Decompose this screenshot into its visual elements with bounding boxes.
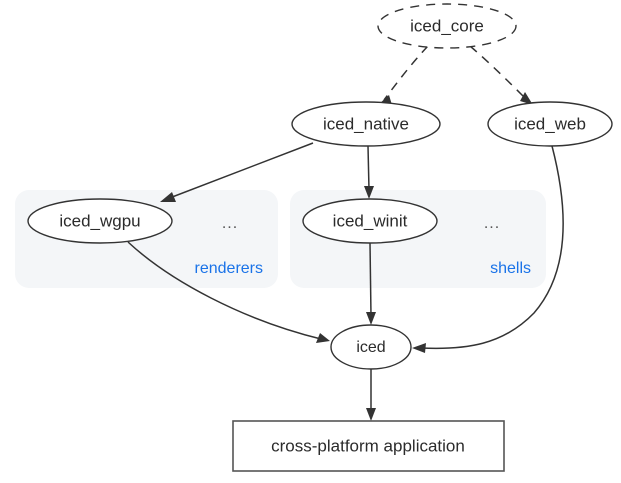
edge-wgpu-to-iced — [127, 241, 330, 343]
node-cross-platform-application-shape[interactable] — [232, 420, 505, 472]
node-iced-shape[interactable] — [330, 324, 412, 370]
edge-core-to-native — [378, 45, 429, 105]
node-iced-winit-shape[interactable] — [302, 198, 438, 244]
node-iced[interactable]: iced — [330, 324, 412, 370]
node-iced-label: iced — [356, 339, 385, 356]
node-iced-core[interactable]: iced_core — [377, 3, 517, 49]
node-iced-web-shape[interactable] — [487, 101, 613, 147]
edge-native-to-wgpu-arrowhead — [160, 192, 176, 202]
edge-winit-to-iced — [366, 242, 376, 325]
edge-web-to-iced-arrowhead — [412, 343, 426, 353]
node-iced-wgpu-label: iced_wgpu — [59, 211, 140, 230]
edge-winit-to-iced-arrowhead — [366, 312, 376, 325]
edge-wgpu-to-iced-line — [127, 241, 322, 340]
edge-native-to-winit-line — [367, 145, 370, 191]
node-iced-core-shape[interactable] — [377, 3, 517, 49]
node-iced-wgpu[interactable]: iced_wgpu — [27, 198, 173, 244]
edge-native-to-winit-arrowhead — [364, 186, 374, 199]
node-iced-native-label: iced_native — [323, 114, 409, 133]
edge-core-to-web — [469, 45, 533, 105]
edge-wgpu-to-iced-arrowhead — [316, 333, 330, 343]
edge-web-to-iced — [412, 145, 564, 353]
node-iced-web[interactable]: iced_web — [487, 101, 613, 147]
edge-core-to-web-arrowhead — [520, 92, 533, 105]
renderers-more-ellipsis: ... — [222, 215, 238, 232]
node-iced-native[interactable]: iced_native — [291, 101, 441, 147]
edge-winit-to-iced-line — [369, 242, 372, 317]
edge-iced-to-application-arrowhead — [366, 408, 376, 421]
node-iced-web-label: iced_web — [514, 114, 586, 133]
node-iced-native-shape[interactable] — [291, 101, 441, 147]
edge-native-to-wgpu — [160, 142, 314, 202]
edge-web-to-iced-line — [420, 145, 564, 350]
edge-iced-to-application — [366, 369, 376, 421]
edge-core-to-native-line — [383, 45, 429, 101]
edge-core-to-web-line — [469, 45, 528, 101]
shells-more-ellipsis: ... — [484, 215, 500, 232]
cluster-renderers-label: renderers — [195, 260, 263, 277]
node-cross-platform-application-label: cross-platform application — [271, 436, 465, 455]
edge-native-to-winit — [364, 145, 374, 199]
node-iced-winit-label: iced_winit — [333, 211, 408, 230]
node-iced-wgpu-shape[interactable] — [27, 198, 173, 244]
node-iced-core-label: iced_core — [410, 16, 484, 35]
node-cross-platform-application[interactable]: cross-platform application — [232, 420, 505, 472]
edge-native-to-wgpu-line — [166, 142, 314, 200]
node-iced-winit[interactable]: iced_winit — [302, 198, 438, 244]
cluster-shells-label: shells — [490, 260, 531, 277]
